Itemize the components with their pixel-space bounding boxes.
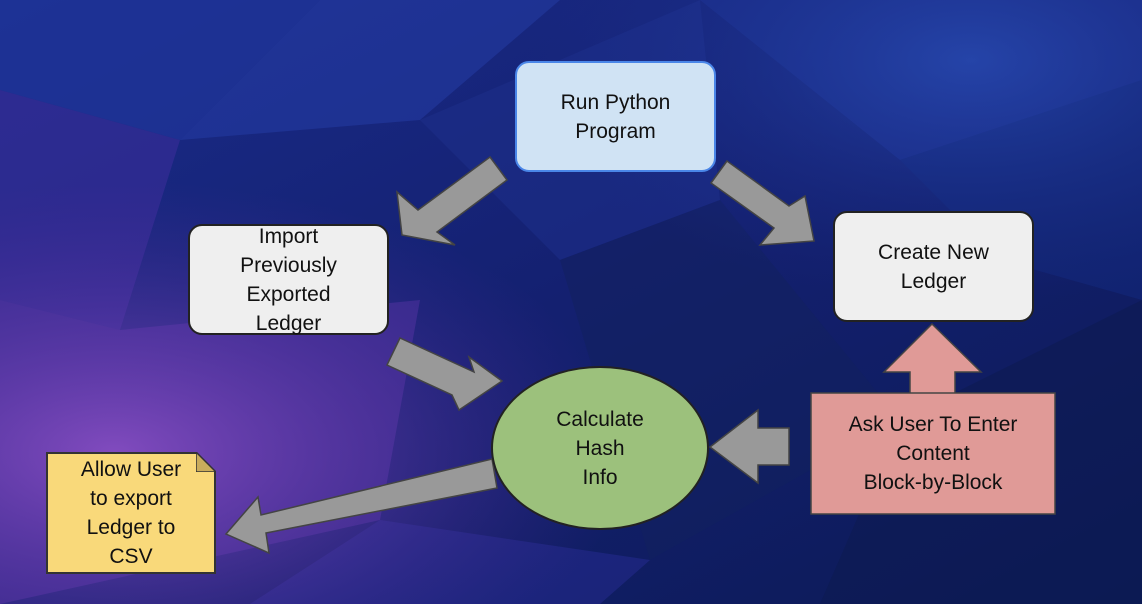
run-python-program-node: Run Python Program bbox=[515, 61, 716, 172]
arrow-hash-to-export bbox=[224, 458, 498, 555]
create-ledger-label: Create New Ledger bbox=[878, 240, 989, 293]
import-ledger-node: Import Previously Exported Ledger bbox=[188, 224, 389, 335]
arrow-import-to-hash bbox=[385, 337, 504, 412]
create-ledger-node: Create New Ledger bbox=[833, 211, 1034, 322]
ask-user-box-shape bbox=[810, 392, 1056, 515]
note-fold-corner bbox=[196, 452, 216, 472]
arrow-ask-to-create bbox=[882, 322, 983, 395]
export-csv-label: Allow User to export Ledger to CSV bbox=[80, 458, 182, 568]
ask-user-node: Ask User To Enter Content Block-by-Block bbox=[811, 393, 1055, 514]
import-ledger-label: Import Previously Exported Ledger bbox=[240, 224, 337, 335]
arrow-ask-to-hash bbox=[708, 408, 790, 485]
export-csv-note-node: Allow User to export Ledger to CSV bbox=[46, 452, 216, 574]
calculate-hash-node: Calculate Hash Info bbox=[491, 366, 709, 530]
ask-user-label: Ask User To Enter Content Block-by-Block bbox=[848, 413, 1018, 494]
calculate-hash-label: Calculate Hash Info bbox=[556, 407, 644, 489]
arrow-run-to-create bbox=[709, 159, 815, 246]
arrow-run-to-import bbox=[396, 155, 509, 246]
run-python-program-label: Run Python Program bbox=[560, 90, 671, 143]
